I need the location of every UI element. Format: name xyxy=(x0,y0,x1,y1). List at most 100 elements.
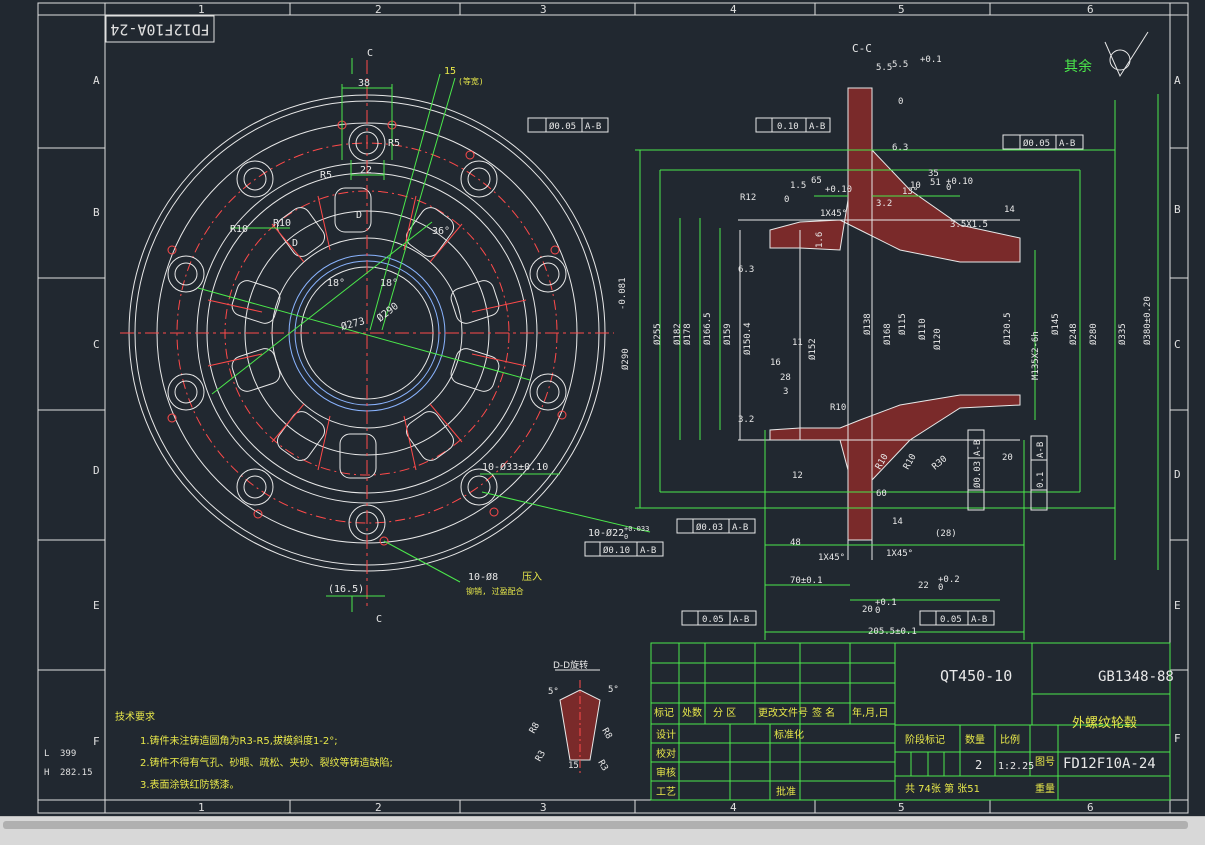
tol-runout-value: Ø0.03 xyxy=(696,522,723,533)
col-label-6-bottom: 6 xyxy=(1087,801,1094,814)
horizontal-scrollbar[interactable] xyxy=(0,816,1205,845)
dim-36deg: 36° xyxy=(432,226,450,237)
section-dim-1: 5.5 xyxy=(892,60,908,70)
row-label-d-right: D xyxy=(1174,468,1181,481)
tb-standardization: 标准化 xyxy=(774,728,804,741)
tb-scale: 1:2.25 xyxy=(998,761,1034,772)
row-label-d-left: D xyxy=(93,464,100,477)
col-label-3-top: 3 xyxy=(540,3,547,16)
stamp-code-box: FD12F10A-24 xyxy=(105,15,215,43)
cut-c-bottom: C xyxy=(376,614,382,625)
section-dim-4: 6.3 xyxy=(892,143,908,153)
scrollbar-thumb[interactable] xyxy=(3,821,1188,829)
tol-c-value: Ø0.05 xyxy=(1023,138,1050,149)
row-label-f-right: F xyxy=(1174,732,1181,745)
tol-e-value: 0.05 xyxy=(940,615,962,625)
dim-10-d22: 10-Ø22 xyxy=(588,527,624,539)
section-dim-12: 35 xyxy=(928,169,939,179)
tb-header-count: 处数 xyxy=(682,706,702,719)
tb-mass: 重量 xyxy=(1035,782,1055,795)
section-dim-30: Ø168 xyxy=(882,323,893,345)
section-dim-29: Ø138 xyxy=(862,313,873,335)
tol-runout-datum: A-B xyxy=(732,523,748,533)
tb-header-change-no: 更改文件号 xyxy=(758,706,808,719)
coord-h-value: 282.15 xyxy=(60,768,93,778)
section-dim-53: 12 xyxy=(792,471,803,481)
tech-req-item-2: 2.铸件不得有气孔、砂眼、疏松、夹砂、裂纹等铸造缺陷; xyxy=(140,756,393,769)
section-dim-57: 70±0.1 xyxy=(790,576,823,586)
row-label-b-right: B xyxy=(1174,203,1181,216)
dim-r5-a: R5 xyxy=(320,170,332,181)
tol-e-datum: A-B xyxy=(971,615,987,625)
dim-18deg-a: 18° xyxy=(327,278,345,289)
section-dim-16: +0.10 xyxy=(946,177,973,187)
tol-a-value: Ø0.05 xyxy=(549,121,576,132)
dim-r10-a: R10 xyxy=(273,218,291,229)
dd-r3-right: R3 xyxy=(595,759,609,773)
section-dim-23: Ø182 xyxy=(672,323,683,345)
section-dim-62: +0.1 xyxy=(875,598,897,608)
tb-row-design: 设计 xyxy=(656,728,676,741)
section-dim-59: +0.2 xyxy=(938,575,960,585)
tech-req-item-1: 1.铸件未注铸造圆角为R3-R5,拔模斜度1-2°; xyxy=(140,734,338,747)
row-label-c-right: C xyxy=(1174,338,1181,351)
section-dim-17: 0 xyxy=(946,183,951,193)
section-dim-52: 20 xyxy=(1002,453,1013,463)
section-cc-view: C-C 其余 xyxy=(527,31,1159,640)
cut-c-top: C xyxy=(367,48,373,59)
dd-r3-left: R3 xyxy=(534,749,548,763)
dim-d22-lower-tol: 0 xyxy=(624,533,628,541)
dd-angle-right: 5° xyxy=(608,685,619,695)
section-dim-22: Ø255 xyxy=(652,323,663,345)
section-dim-20: Ø290 xyxy=(620,348,631,370)
section-dim-31: Ø115 xyxy=(897,313,908,335)
section-dim-56: 1X45° xyxy=(886,549,913,559)
title-block-text: QT450-10 GB1348-88 外螺纹轮毂 FD12F10A-24 标记 … xyxy=(654,667,1174,798)
col-label-4-bottom: 4 xyxy=(730,801,737,814)
label-pin-fit: 铆销, 过盈配合 xyxy=(466,586,524,596)
col-label-5-top: 5 xyxy=(898,3,905,16)
title-block xyxy=(650,642,1171,801)
row-label-f-left: F xyxy=(93,735,100,748)
tb-scale-label: 比例 xyxy=(1000,733,1020,746)
section-dim-64: 205.5±0.1 xyxy=(868,627,917,637)
row-label-e-left: E xyxy=(93,599,100,612)
section-dim-9: 1X45° xyxy=(820,209,847,219)
section-dim-58: 22 xyxy=(918,581,929,591)
section-dim-3: 0 xyxy=(898,97,903,107)
coord-l-label: L xyxy=(44,749,49,759)
tol-frame-runout xyxy=(676,518,756,534)
section-dim-14: 10 xyxy=(910,181,921,191)
tb-standard: GB1348-88 xyxy=(1098,669,1174,685)
col-label-3-bottom: 3 xyxy=(540,801,547,814)
section-dim-36: Ø145 xyxy=(1050,313,1061,335)
bolt-holes xyxy=(167,124,567,542)
tb-header-mark: 标记 xyxy=(654,707,674,719)
dd-15: 15 xyxy=(568,761,579,771)
col-label-6-top: 6 xyxy=(1087,3,1094,16)
dd-section-view: D-D旋转 5° 5° R8 R8 R3 R3 15 xyxy=(528,659,619,775)
tb-row-process: 工艺 xyxy=(656,786,676,798)
section-dim-51: (28) xyxy=(935,529,957,539)
section-dim-35: M135X2-6h xyxy=(1031,331,1041,380)
section-dim-27: Ø150.4 xyxy=(742,322,753,355)
section-dim-55: 1X45° xyxy=(818,553,845,563)
dim-10-d33: 10-Ø33±0.10 xyxy=(482,461,548,473)
dim-d22-upper-tol: +0.033 xyxy=(624,525,649,533)
col-label-1-top: 1 xyxy=(198,3,205,16)
section-dim-37: Ø248 xyxy=(1068,323,1079,345)
tb-approve: 批准 xyxy=(776,785,796,798)
section-dim-13: 13° xyxy=(902,187,918,197)
tb-header-zone: 分 区 xyxy=(713,707,736,719)
section-dim-lines xyxy=(635,94,1159,640)
tb-stage-label: 阶段标记 xyxy=(905,733,945,746)
section-dim-0: 5.5 xyxy=(876,63,892,73)
tech-req-title: 技术要求 xyxy=(115,710,155,723)
tol-position-value: Ø0.10 xyxy=(603,545,630,556)
section-dim-21: -0.081 xyxy=(618,277,628,310)
section-dim-8: 0 xyxy=(784,195,789,205)
tol-a-datum: A-B xyxy=(585,122,601,132)
tol-f-datum: A-B xyxy=(973,440,983,456)
